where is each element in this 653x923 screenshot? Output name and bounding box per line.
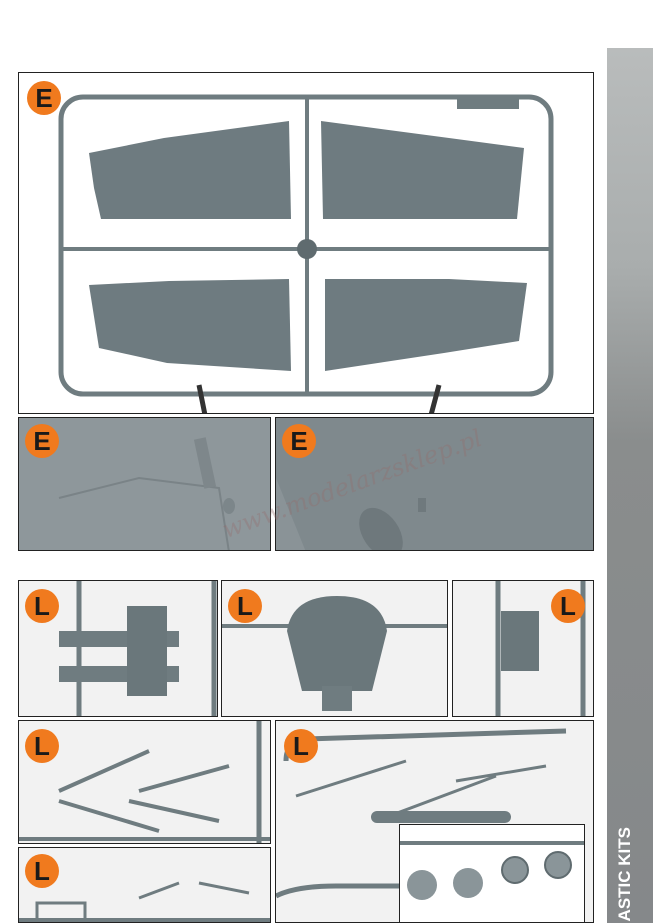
sprue-label-badge: L	[25, 854, 59, 888]
wheel-parts-image	[400, 841, 584, 900]
sprue-l-photo-4: L	[18, 720, 271, 844]
sprue-parts-image	[19, 721, 270, 843]
sprue-label-badge: E	[27, 81, 61, 115]
section-sidebar-tab: ASTIC KITS	[607, 48, 653, 923]
sprue-l-inset-photo	[399, 824, 585, 922]
sprue-label-badge: L	[25, 589, 59, 623]
sprue-parts-image	[495, 581, 586, 716]
sprue-label-badge: L	[284, 729, 318, 763]
wing-surface-detail-image	[276, 418, 593, 550]
sprue-parts-image	[59, 581, 217, 716]
sprue-l-photo-2: L	[221, 580, 448, 717]
sprue-label-badge: E	[25, 424, 59, 458]
sprue-e-detail-right: E	[275, 417, 594, 551]
wing-surface-detail-image	[19, 418, 270, 550]
sprue-label-badge: L	[228, 589, 262, 623]
section-label: ASTIC KITS	[615, 826, 634, 921]
sprue-label-badge: E	[282, 424, 316, 458]
sprue-l-photo-1: L	[18, 580, 218, 717]
sprue-label-badge: L	[25, 729, 59, 763]
sprue-parts-image	[222, 596, 447, 711]
sprue-l-photo-6: L	[18, 847, 271, 923]
sprue-l-photo-5: L	[275, 720, 594, 923]
sprue-l-photo-3: L	[452, 580, 594, 717]
sprue-e-photo: E	[18, 72, 594, 414]
sprue-e-detail-left: E	[18, 417, 271, 551]
sprue-e-wings-image	[58, 94, 554, 413]
sprue-parts-image	[19, 881, 270, 922]
sprue-label-badge: L	[551, 589, 585, 623]
